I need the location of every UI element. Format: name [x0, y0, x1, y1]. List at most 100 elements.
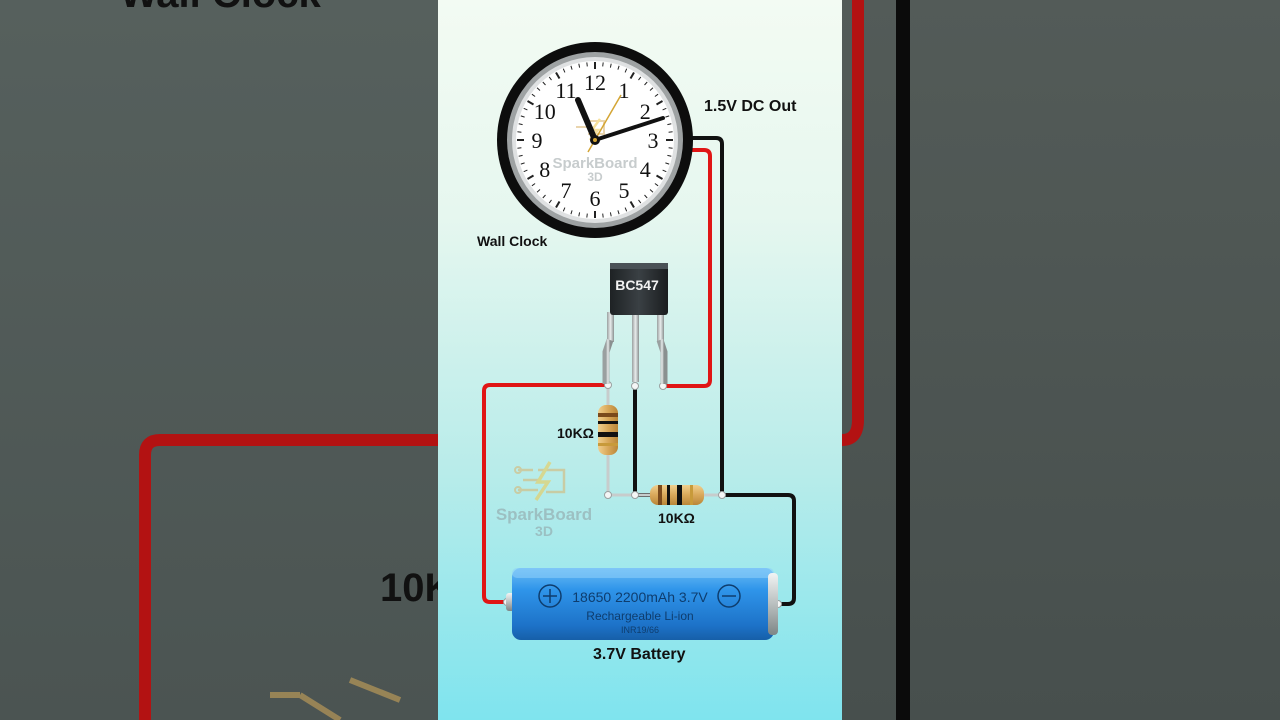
clock-tick	[578, 212, 581, 217]
clock-tick	[562, 68, 566, 73]
clock-tick	[531, 93, 536, 97]
clock-tick	[536, 87, 541, 91]
clock-number: 3	[648, 128, 659, 153]
battery-18650: 18650 2200mAh 3.7V Rechargeable Li-ion I…	[506, 568, 778, 640]
clock-tick	[520, 162, 525, 165]
clock-tick	[667, 123, 672, 126]
clock-tick	[586, 213, 588, 218]
clock-tick	[662, 169, 667, 173]
clock-tick	[629, 200, 635, 209]
clock-number: 2	[640, 99, 651, 124]
clock-number: 5	[619, 178, 630, 203]
resistor-vertical	[598, 405, 618, 455]
clock-number: 1	[619, 78, 630, 103]
clock-tick	[609, 63, 612, 68]
clock-ticks	[517, 62, 673, 218]
clock-tick	[609, 212, 612, 217]
background-title: Wall Clock	[120, 0, 321, 17]
clock-tick	[570, 210, 573, 215]
clock-tick	[654, 183, 659, 187]
clock-tick	[665, 162, 670, 165]
clock-tick	[668, 131, 673, 133]
clock-tick	[523, 169, 528, 173]
watermark-suffix: 3D	[535, 523, 553, 539]
clock-tick	[586, 62, 588, 67]
clock-tick	[562, 207, 566, 212]
clock-tick	[638, 76, 642, 81]
clock-tick	[518, 154, 523, 157]
clock-tick	[526, 174, 535, 180]
wire-resistor-links	[606, 386, 722, 497]
clock-tick	[617, 210, 620, 215]
clock-tick	[668, 147, 673, 149]
battery-label: 3.7V Battery	[593, 646, 686, 663]
clock-number: 8	[539, 157, 550, 182]
clock-tick	[602, 62, 604, 67]
wire-clock-negative	[691, 136, 724, 495]
clock-tick	[523, 107, 528, 111]
clock-output-label: 1.5V DC Out	[704, 98, 797, 115]
clock-tick	[555, 200, 561, 209]
clock-tick	[649, 189, 654, 193]
clock-tick	[667, 154, 672, 157]
wire-battery-negative	[722, 493, 796, 606]
clock-number: 10	[534, 99, 556, 124]
clock-watermark: SparkBoard 3D	[552, 118, 638, 184]
clock-tick	[624, 68, 628, 73]
clock-tick	[602, 213, 604, 218]
clock-minute-hand	[593, 116, 665, 142]
battery-print-line2: Rechargeable Li-ion	[586, 609, 693, 623]
wire-clock-positive	[664, 148, 712, 388]
transistor-label: BC547	[615, 277, 659, 293]
clock-tick	[665, 115, 670, 118]
clock-tick	[548, 199, 552, 204]
resistor-2-label: 10KΩ	[658, 510, 695, 526]
clock-tick	[662, 107, 667, 111]
clock-number: 11	[555, 78, 576, 103]
wall-clock-label: Wall Clock	[477, 233, 548, 249]
clock-tick	[517, 131, 522, 133]
clock-number: 4	[640, 157, 651, 182]
clock-tick	[624, 207, 628, 212]
battery-positive-icon	[538, 584, 562, 608]
clock-tick	[542, 81, 546, 86]
clock-number: 12	[584, 70, 606, 95]
clock-tick	[520, 115, 525, 118]
resistor-horizontal	[650, 485, 704, 505]
clock-tick	[655, 100, 664, 106]
clock-tick	[638, 199, 642, 204]
clock-tick	[629, 71, 635, 80]
clock-tick	[555, 71, 561, 80]
clock-hour-hand	[575, 97, 598, 143]
clock-tick	[654, 93, 659, 97]
battery-print-line3: INR19/66	[621, 625, 659, 635]
clock-tick	[548, 76, 552, 81]
clock-tick	[655, 174, 664, 180]
sparkboard-watermark: SparkBoard 3D	[496, 461, 592, 539]
clock-tick	[617, 65, 620, 70]
watermark-name: SparkBoard	[496, 505, 592, 524]
clock-tick	[531, 183, 536, 187]
battery-negative-icon	[717, 584, 741, 608]
clock-tick	[578, 63, 581, 68]
transistor-bc547: BC547	[602, 263, 668, 384]
background-left	[0, 0, 438, 720]
wire-emitter	[633, 386, 650, 497]
clock-watermark-name: SparkBoard	[552, 155, 637, 172]
clock-tick	[526, 100, 535, 106]
clock-tick	[542, 194, 546, 199]
clock-tick	[518, 123, 523, 126]
resistor-1-label: 10KΩ	[557, 425, 594, 441]
clock-number: 7	[561, 178, 572, 203]
clock-tick	[649, 87, 654, 91]
clock-number: 9	[532, 128, 543, 153]
battery-print-line1: 18650 2200mAh 3.7V	[572, 589, 708, 605]
clock-tick	[517, 147, 522, 149]
clock-number: 6	[590, 186, 601, 211]
wire-battery-positive	[482, 383, 608, 604]
clock-tick	[570, 65, 573, 70]
